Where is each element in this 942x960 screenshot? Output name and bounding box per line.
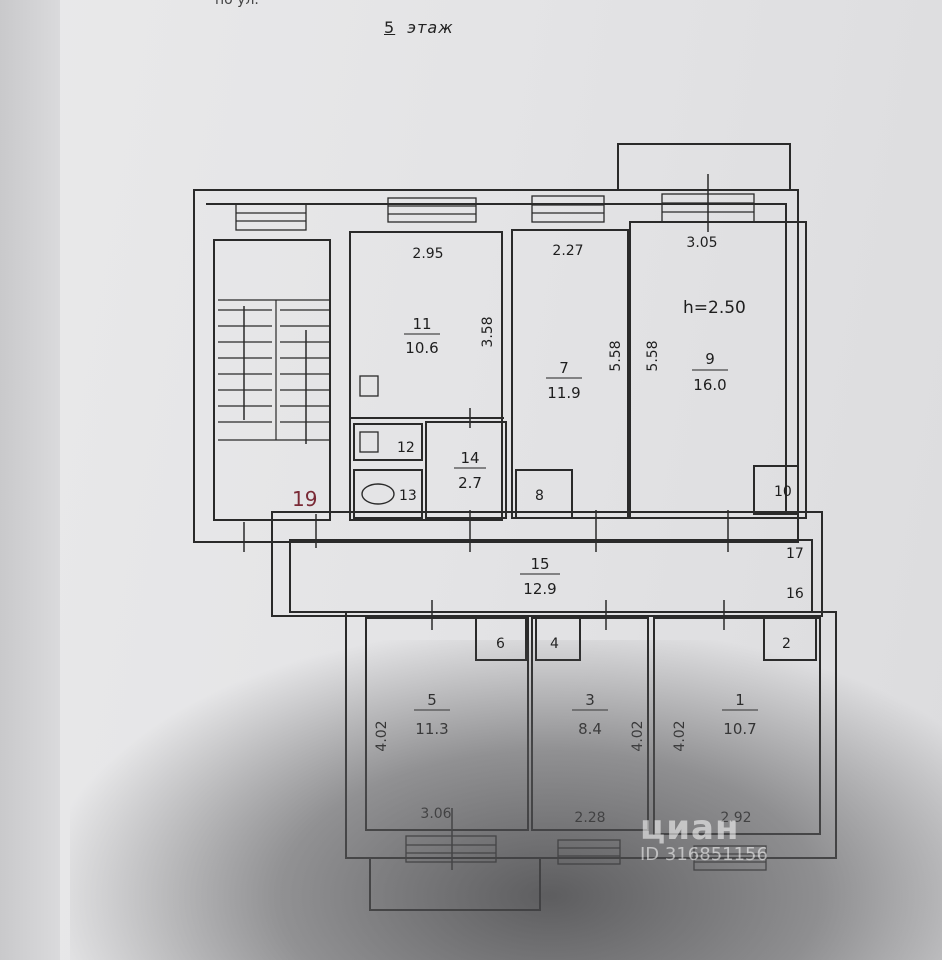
dim-side-11: 3.58 bbox=[480, 316, 496, 347]
room-17-label: 17 bbox=[786, 546, 804, 562]
dim-side-1: 4.02 bbox=[672, 720, 688, 751]
corridor-15-inner bbox=[289, 539, 813, 613]
outer-wall-top bbox=[193, 189, 799, 543]
paper-edge bbox=[0, 0, 60, 960]
room-4-label: 4 bbox=[550, 636, 559, 652]
floor-number: 5 bbox=[384, 18, 396, 37]
dim-side-7: 5.58 bbox=[608, 340, 624, 371]
room-15-number: 15 bbox=[530, 555, 549, 573]
watermark-id: ID 316851156 bbox=[640, 844, 768, 865]
windows-top bbox=[235, 193, 755, 231]
dim-bottom-3: 2.28 bbox=[574, 810, 605, 826]
room-2-label: 2 bbox=[782, 636, 791, 652]
floor-label: 5 этаж bbox=[384, 18, 454, 37]
ceiling-height: h=2.50 bbox=[683, 298, 746, 318]
room-3-number: 3 bbox=[585, 691, 595, 709]
room-9-area: 16.0 bbox=[693, 376, 726, 394]
room-16-label: 16 bbox=[786, 586, 804, 602]
dim-side-9: 5.58 bbox=[645, 340, 661, 371]
room-13-label: 13 bbox=[399, 488, 417, 504]
room-1-area: 10.7 bbox=[723, 720, 756, 738]
inner-wall-top bbox=[206, 203, 787, 512]
dim-side-3: 4.02 bbox=[630, 720, 646, 751]
room-10-wall bbox=[753, 465, 799, 515]
toilet-icon bbox=[361, 483, 395, 505]
stair-arrows bbox=[243, 306, 307, 444]
room-10-label: 10 bbox=[774, 484, 792, 500]
room-12-wall bbox=[353, 423, 423, 461]
room-11-wall bbox=[349, 231, 503, 521]
room-8-label: 8 bbox=[535, 488, 544, 504]
balcony-bottom bbox=[369, 857, 541, 911]
dim-bottom-5: 3.06 bbox=[420, 806, 451, 822]
room-12-label: 12 bbox=[397, 440, 415, 456]
room-14-wall bbox=[425, 421, 507, 519]
room-19-label: 19 bbox=[292, 487, 317, 511]
watermark-brand: циан bbox=[640, 808, 740, 848]
balcony-top bbox=[617, 143, 791, 191]
corridor-15-wall bbox=[271, 511, 823, 617]
room-5-number: 5 bbox=[427, 691, 437, 709]
dim-top-11: 2.95 bbox=[412, 246, 443, 262]
room-8-wall bbox=[515, 469, 573, 519]
door-marks bbox=[243, 174, 729, 870]
sink-icon bbox=[359, 375, 379, 397]
room-13-wall bbox=[353, 469, 423, 519]
room-11-area: 10.6 bbox=[405, 339, 438, 357]
room-9-wall bbox=[629, 221, 807, 519]
room-14-number: 14 bbox=[460, 449, 479, 467]
room-15-area: 12.9 bbox=[523, 580, 556, 598]
stair-treads bbox=[218, 299, 330, 441]
dim-side-5: 4.02 bbox=[374, 720, 390, 751]
room-6-label: 6 bbox=[496, 636, 505, 652]
sink-icon-2 bbox=[359, 431, 379, 453]
floor-word: этаж bbox=[407, 18, 454, 37]
room-14-area: 2.7 bbox=[458, 474, 482, 492]
room-7-number: 7 bbox=[559, 359, 569, 377]
room-5-area: 11.3 bbox=[415, 720, 448, 738]
room-9-number: 9 bbox=[705, 350, 715, 368]
watermark: циан ID 316851156 bbox=[640, 808, 768, 865]
room-11-number: 11 bbox=[412, 315, 431, 333]
dim-top-7: 2.27 bbox=[552, 243, 583, 259]
room-3-area: 8.4 bbox=[578, 720, 602, 738]
staircase bbox=[213, 239, 331, 521]
dim-top-9: 3.05 bbox=[686, 235, 717, 251]
room-1-number: 1 bbox=[735, 691, 745, 709]
header-street-prefix: по ул. bbox=[215, 0, 259, 8]
room-7-wall bbox=[511, 229, 629, 519]
room-7-area: 11.9 bbox=[547, 384, 580, 402]
